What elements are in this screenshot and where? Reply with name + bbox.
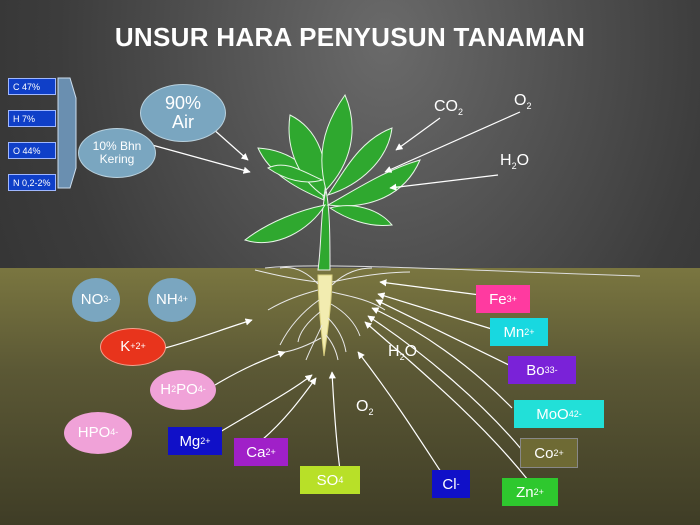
dry-line-2: Kering: [99, 152, 135, 166]
water-pct: 90%: [164, 93, 202, 114]
taproot: [317, 274, 333, 357]
dry-line-1: 10% Bhn: [92, 139, 142, 154]
plant-leaves: [243, 93, 421, 244]
water-label: Air: [172, 112, 194, 132]
co2-label: CO2: [434, 98, 464, 118]
h2o-soil-label: H2O: [388, 343, 418, 363]
plant-stem: [317, 189, 331, 271]
composition-o: O 44%: [8, 142, 56, 159]
water-bubble: 90% Air: [140, 84, 226, 142]
ion-k: K+2+: [100, 328, 166, 366]
page-title: UNSUR HARA PENYUSUN TANAMAN: [114, 22, 586, 52]
o2-label: O2: [514, 92, 532, 112]
composition-bracket: [57, 77, 77, 189]
ion-cl: Cl-: [432, 470, 470, 498]
arrows-soil: [164, 279, 529, 481]
dry-matter-bubble: 10% Bhn Kering: [78, 128, 156, 178]
fine-roots: [254, 267, 411, 361]
composition-h: H 7%: [8, 110, 56, 127]
o2-soil-label: O2: [356, 398, 374, 418]
composition-c: C 47%: [8, 78, 56, 95]
h2o-air-label: H2O: [500, 152, 530, 172]
ground-line: [264, 265, 641, 277]
composition-n: N 0,2-2%: [8, 174, 56, 191]
arrows-top: [151, 111, 521, 191]
